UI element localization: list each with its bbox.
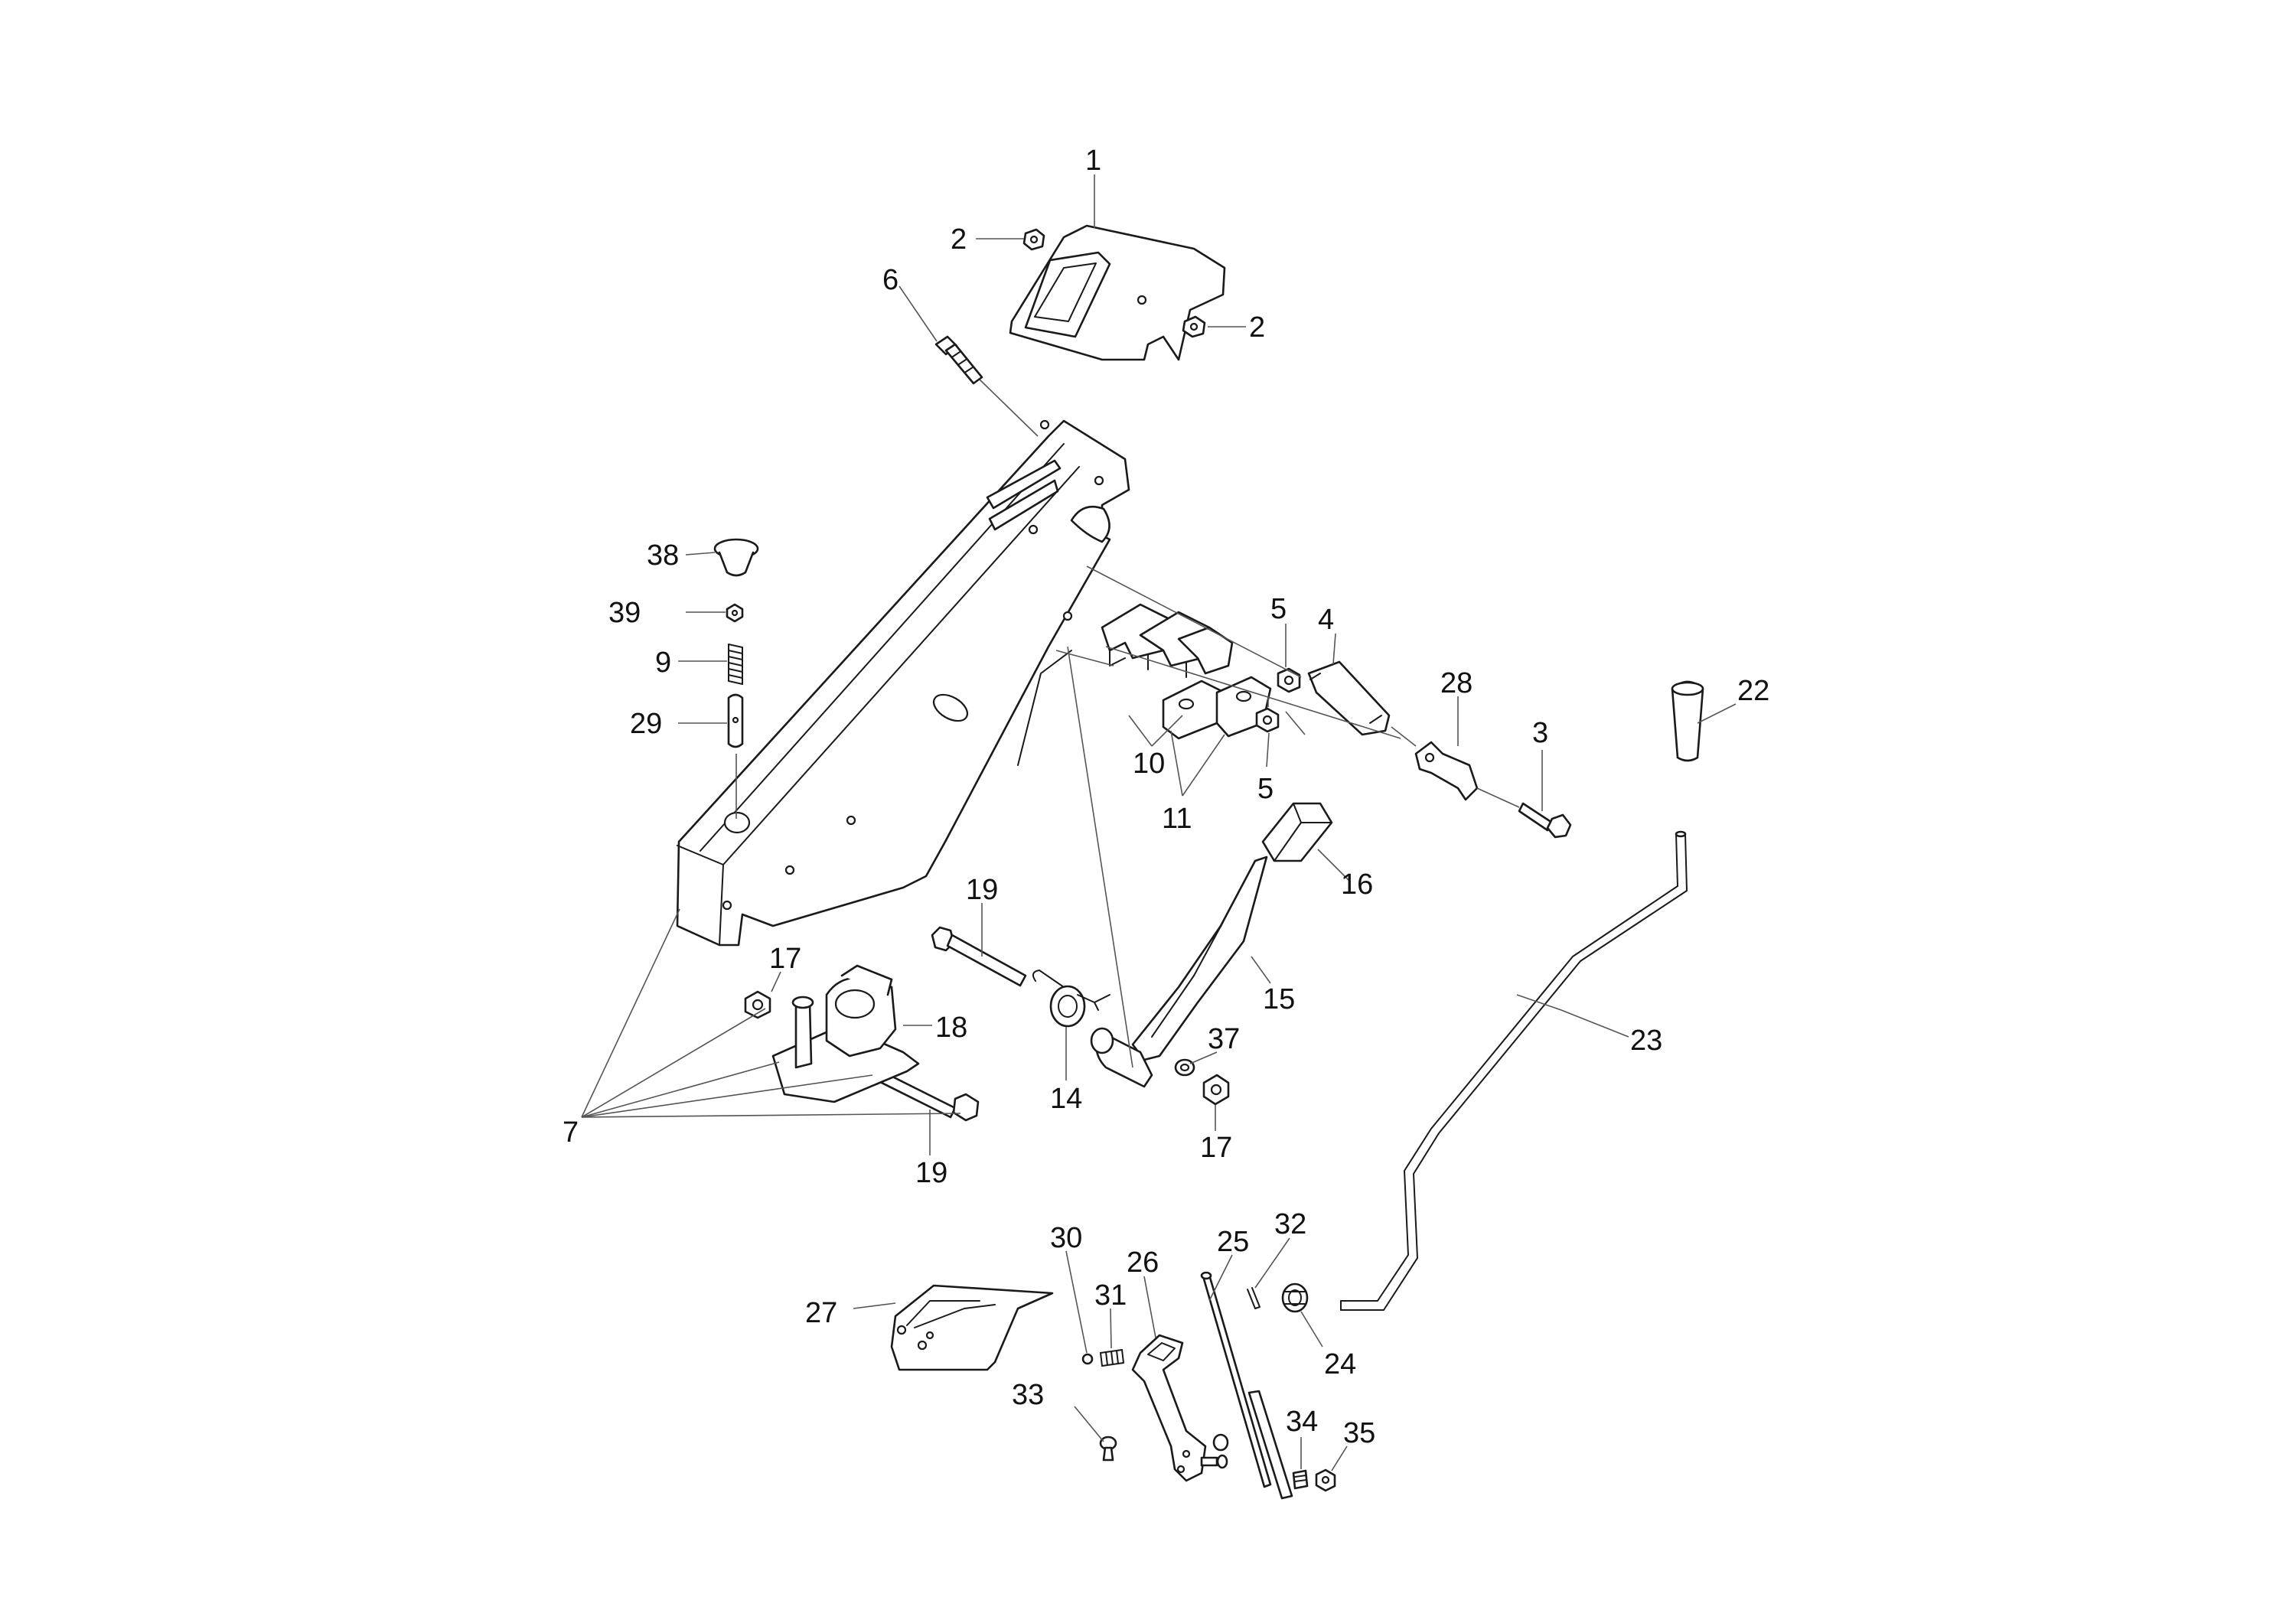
part-6-bolt bbox=[934, 335, 983, 385]
part-15-lever-arm bbox=[1131, 855, 1268, 1061]
part-37-washer bbox=[1174, 1058, 1195, 1077]
callout-32: 32 bbox=[1274, 1208, 1306, 1240]
callout-10: 10 bbox=[1133, 748, 1165, 780]
part-28-bracket bbox=[1414, 741, 1479, 801]
part-24-bushing bbox=[1281, 1282, 1309, 1313]
callout-9: 9 bbox=[655, 647, 671, 679]
callout-17-right: 17 bbox=[1200, 1132, 1232, 1164]
part-26-detent-lever bbox=[1131, 1334, 1229, 1482]
part-38-knob bbox=[713, 538, 759, 577]
callout-27: 27 bbox=[805, 1297, 837, 1329]
part-31-small-spring bbox=[1100, 1349, 1124, 1367]
part-9-spring bbox=[728, 644, 743, 685]
part-29-pin bbox=[727, 693, 744, 748]
leader-lines bbox=[581, 174, 1737, 1471]
callout-5-lower: 5 bbox=[1257, 773, 1274, 805]
callout-23: 23 bbox=[1630, 1025, 1662, 1057]
callout-35: 35 bbox=[1343, 1417, 1375, 1449]
part-22-lever-knob bbox=[1671, 680, 1704, 762]
part-11-clamp-lower bbox=[1162, 676, 1272, 740]
callout-19-upper: 19 bbox=[966, 874, 998, 906]
callout-16: 16 bbox=[1341, 869, 1373, 901]
callout-30: 30 bbox=[1050, 1222, 1082, 1254]
part-18-pivot-housing bbox=[771, 964, 920, 1103]
callout-26: 26 bbox=[1127, 1247, 1159, 1279]
callout-3: 3 bbox=[1532, 717, 1548, 749]
part-17-nut-left bbox=[744, 990, 771, 1019]
part-39-nut bbox=[726, 603, 744, 623]
part-35-nut bbox=[1315, 1468, 1336, 1492]
callout-15: 15 bbox=[1263, 983, 1295, 1015]
part-5-nut-lower bbox=[1255, 707, 1280, 733]
part-4-lever-sleeve bbox=[1307, 660, 1391, 736]
part-16-grip bbox=[1261, 802, 1333, 862]
callout-33: 33 bbox=[1012, 1379, 1044, 1411]
callout-24: 24 bbox=[1324, 1348, 1356, 1380]
callout-labels: 1 2 2 6 38 39 9 29 5 4 28 22 3 10 5 11 1… bbox=[563, 145, 1769, 1449]
callout-1: 1 bbox=[1085, 145, 1101, 177]
callout-37: 37 bbox=[1208, 1023, 1240, 1055]
callout-38: 38 bbox=[647, 539, 679, 572]
part-2-cover-screw-right bbox=[1182, 315, 1206, 338]
part-1-top-cover bbox=[1009, 224, 1226, 361]
part-2-cover-screw-left bbox=[1022, 228, 1045, 251]
callout-14: 14 bbox=[1050, 1083, 1082, 1115]
part-5-nut-upper bbox=[1277, 667, 1301, 693]
part-7-handle-column bbox=[676, 419, 1130, 947]
part-19-bolt-upper bbox=[931, 926, 1027, 987]
part-10-clamp-upper bbox=[1101, 603, 1234, 678]
part-3-bolt bbox=[1518, 802, 1572, 839]
callout-2-left: 2 bbox=[951, 223, 967, 256]
callout-25: 25 bbox=[1217, 1226, 1249, 1258]
callout-2-right: 2 bbox=[1249, 311, 1265, 344]
part-30-ball bbox=[1081, 1353, 1094, 1365]
callout-7: 7 bbox=[563, 1116, 579, 1149]
part-25-control-rod bbox=[1200, 1271, 1293, 1500]
callout-11: 11 bbox=[1162, 803, 1192, 835]
part-23-shift-rod bbox=[1340, 830, 1688, 1311]
part-34-lock-nut bbox=[1292, 1469, 1309, 1490]
part-17-nut-right bbox=[1202, 1074, 1230, 1106]
part-15-pivot-tube bbox=[1090, 1027, 1153, 1088]
callout-31: 31 bbox=[1094, 1279, 1127, 1312]
callout-4: 4 bbox=[1318, 604, 1334, 636]
callout-28: 28 bbox=[1440, 667, 1473, 699]
callout-39: 39 bbox=[608, 597, 641, 629]
callout-29: 29 bbox=[630, 708, 662, 740]
callout-5-upper: 5 bbox=[1270, 593, 1287, 625]
part-33-screw bbox=[1099, 1436, 1117, 1462]
callout-19-lower: 19 bbox=[915, 1157, 947, 1189]
part-27-plate-bracket bbox=[890, 1284, 1054, 1371]
part-32-cotter-pin bbox=[1247, 1287, 1261, 1309]
callout-22: 22 bbox=[1737, 675, 1769, 707]
part-19-bolt-lower bbox=[872, 1068, 980, 1122]
callout-18: 18 bbox=[935, 1012, 967, 1044]
callout-6: 6 bbox=[882, 264, 899, 296]
callout-34: 34 bbox=[1286, 1406, 1318, 1438]
part-14-torsion-spring bbox=[1032, 970, 1110, 1028]
callout-17-left: 17 bbox=[769, 943, 801, 975]
